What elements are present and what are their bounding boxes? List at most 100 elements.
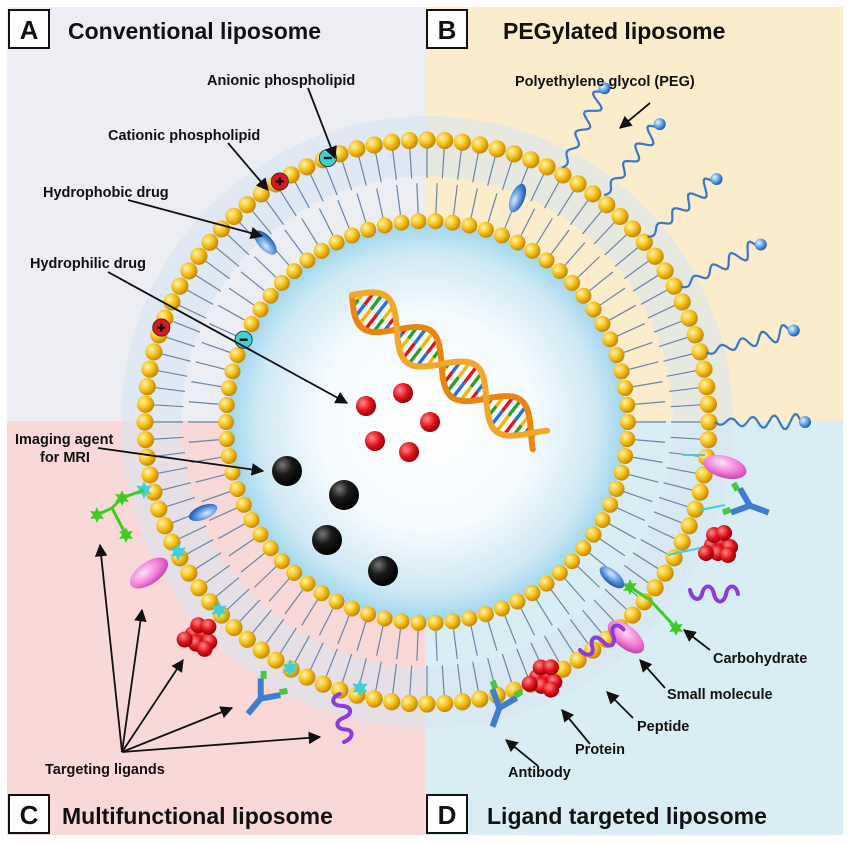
- phospholipid-head-outer: [418, 695, 436, 713]
- phospholipid-head-inner: [551, 564, 568, 581]
- lipid-tail-outer: [161, 482, 191, 491]
- lipid-tail-inner: [191, 381, 222, 388]
- dna-strand: [349, 289, 551, 439]
- lipid-tail-outer: [325, 167, 338, 196]
- dna-base-pair: [451, 380, 467, 399]
- linker: [667, 547, 701, 556]
- phospholipid-head-inner: [585, 301, 602, 318]
- phospholipid-head-outer: [141, 360, 159, 378]
- lipid-tail-outer: [569, 619, 589, 645]
- phospholipid-head-outer: [145, 343, 163, 361]
- lipid-tail-outer: [226, 233, 250, 256]
- phospholipid-head-inner: [393, 214, 410, 231]
- phospholipid-head-outer: [699, 395, 718, 413]
- phospholipid-head-inner: [551, 263, 568, 280]
- imaging-agent: [312, 525, 342, 555]
- lipid-tail-outer: [161, 353, 191, 362]
- lipid-tail-inner: [635, 401, 666, 405]
- phospholipid-head-outer: [365, 690, 383, 708]
- phospholipid-head-inner: [286, 564, 303, 581]
- peg-chain: [705, 323, 791, 355]
- lipid-tail-outer: [456, 150, 462, 180]
- phospholipid-head-inner: [218, 431, 235, 448]
- phospholipid-head-inner: [220, 447, 237, 464]
- phospholipid-head-inner: [360, 606, 377, 623]
- phospholipid-head-outer: [136, 395, 155, 413]
- lipid-tail-outer: [569, 199, 589, 225]
- small-molecule: [703, 454, 747, 480]
- phospholipid-head-outer: [136, 431, 155, 449]
- phospholipid-head-outer: [314, 675, 332, 693]
- lipid-tail-outer: [441, 148, 445, 179]
- hydrophilic-drug: [420, 412, 440, 432]
- peg-end-group: [710, 173, 723, 186]
- phospholipid-head-inner: [493, 227, 510, 244]
- phospholipid-head-inner: [461, 217, 478, 234]
- lipid-tail-outer: [624, 260, 650, 280]
- phospholipid-head-inner: [564, 553, 581, 570]
- phospholipid-head-inner: [585, 526, 602, 543]
- linker-star: [170, 543, 186, 561]
- lipid-tail-inner: [617, 507, 646, 521]
- phospholipid-head-outer: [569, 175, 587, 193]
- antibody: [245, 670, 288, 716]
- lipid-tail-outer: [544, 635, 560, 663]
- lipid-tail-outer: [632, 552, 659, 570]
- hydrophilic-drug: [399, 442, 419, 462]
- phospholipid-head-inner: [229, 347, 246, 364]
- lipid-tail-inner: [629, 474, 659, 483]
- label-peptide: Peptide: [637, 719, 689, 735]
- lipid-tail-outer: [487, 156, 496, 186]
- panel-b-letter: B: [438, 15, 457, 45]
- phospholipid-head-inner: [410, 213, 427, 230]
- lipid-tail-outer: [392, 150, 398, 180]
- dna-strand: [349, 292, 536, 453]
- phospholipid-head-inner: [619, 396, 636, 413]
- lipid-tail-outer: [530, 173, 545, 202]
- hydrophilic-drug: [356, 396, 376, 416]
- arrow-small-molecule: [639, 659, 666, 689]
- lipid-tail-outer: [441, 665, 445, 696]
- lipid-tail-inner: [520, 208, 536, 236]
- phospholipid-head-outer: [180, 262, 198, 280]
- lipid-tail-inner: [228, 287, 255, 306]
- annotation-arrows: [94, 87, 711, 767]
- phospholipid-head-outer: [554, 660, 572, 678]
- lipid-tail-outer: [309, 642, 324, 671]
- lipid-tail-inner: [254, 256, 277, 278]
- lipid-tail-outer: [309, 173, 324, 202]
- imaging-agent: [368, 556, 398, 586]
- peg-chain: [603, 124, 658, 197]
- lipid-tail-outer: [544, 181, 560, 209]
- phospholipid-head-inner: [286, 263, 303, 280]
- lipid-tail-inner: [376, 188, 384, 218]
- phospholipid-head-outer: [686, 326, 704, 344]
- dna-base-pair: [463, 365, 479, 384]
- phospholipid-head-inner: [344, 227, 361, 244]
- protein: [176, 617, 218, 657]
- lipid-tail-inner: [623, 491, 653, 503]
- phospholipid-head-outer: [646, 579, 664, 597]
- phospholipid-head-outer: [699, 431, 718, 449]
- phospholipid-head-outer: [138, 378, 156, 396]
- lipid-tail-inner: [520, 608, 536, 636]
- antibody: [721, 481, 770, 516]
- phospholipid-head-inner: [360, 221, 377, 238]
- phospholipid-head-inner: [477, 606, 494, 623]
- lipid-tail-outer: [325, 648, 338, 677]
- imaging-agent: [272, 456, 302, 486]
- lipid-tail-inner: [577, 566, 600, 588]
- lipid-tail-inner: [376, 626, 384, 656]
- cationic-head: [270, 172, 289, 191]
- phospholipid-head-inner: [444, 214, 461, 231]
- arrow-carbohydrate: [683, 629, 711, 651]
- lipid-tail-outer: [409, 148, 413, 179]
- panel-a-title: Conventional liposome: [68, 18, 321, 44]
- phospholipid-head-outer: [673, 293, 691, 311]
- phospholipid-head-outer: [691, 343, 709, 361]
- phospholipid-head-outer: [695, 360, 713, 378]
- lipid-tail-inner: [284, 229, 304, 255]
- lipid-tail-outer: [226, 588, 250, 611]
- lipid-tail-outer: [279, 627, 297, 654]
